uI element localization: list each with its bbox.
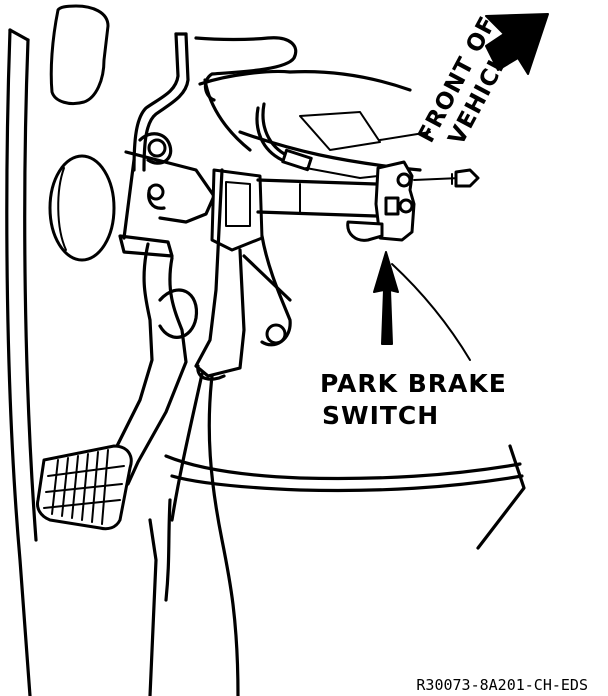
park-brake-lever-assembly <box>104 132 264 486</box>
park-brake-switch-label-line1: PARK BRAKE <box>320 369 507 398</box>
park-brake-cable <box>170 372 240 696</box>
floor-kick-panel <box>148 444 526 696</box>
switch-wire-harness <box>255 102 379 179</box>
park-brake-switch <box>346 160 416 242</box>
upper-trim-panel <box>49 4 110 106</box>
front-direction-arrow <box>485 13 549 75</box>
park-brake-switch-label-line2: SWITCH <box>322 401 439 430</box>
brake-pedal-pad <box>36 444 133 531</box>
oval-access-cover <box>48 154 116 262</box>
dash-panel <box>198 69 431 172</box>
switch-mounting-screw <box>413 168 480 188</box>
support-bracket <box>242 234 292 347</box>
figure-code: R30073-8A201-CH-EDS <box>416 676 588 694</box>
left-body-panel <box>5 28 38 696</box>
release-rod <box>132 32 298 172</box>
switch-actuator-rod <box>256 178 378 218</box>
switch-callout-arrow <box>373 251 471 361</box>
pedal-pad-ribs <box>43 449 125 525</box>
